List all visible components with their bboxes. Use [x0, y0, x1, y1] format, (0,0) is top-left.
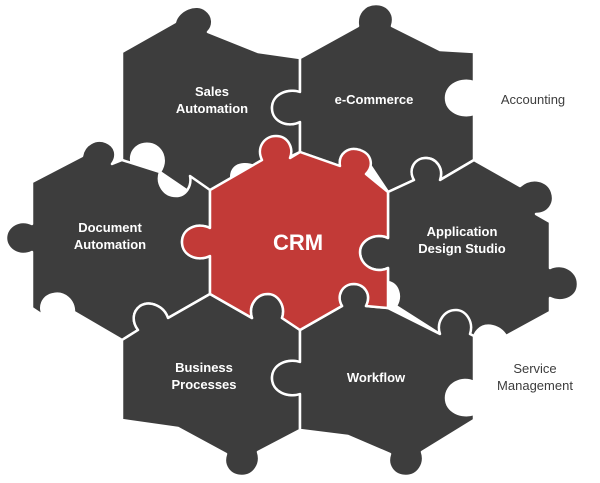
ecommerce-label: e-Commerce	[335, 92, 414, 107]
sales-automation-label-line2: Automation	[176, 101, 248, 116]
piece-crm-center	[180, 134, 390, 332]
service-management-label-line1: Service	[513, 361, 556, 376]
sales-automation-label-line1: Sales	[195, 84, 229, 99]
accounting-label: Accounting	[501, 92, 565, 107]
application-design-studio-label-line1: Application	[427, 224, 498, 239]
service-management-label-line2: Management	[497, 378, 573, 393]
document-automation-label-line1: Document	[78, 220, 142, 235]
application-design-studio-label-line2: Design Studio	[418, 241, 505, 256]
business-processes-label-line1: Business	[175, 360, 233, 375]
workflow-label: Workflow	[347, 370, 406, 385]
document-automation-label-line2: Automation	[74, 237, 146, 252]
business-processes-label-line2: Processes	[171, 377, 236, 392]
crm-label: CRM	[273, 230, 323, 255]
